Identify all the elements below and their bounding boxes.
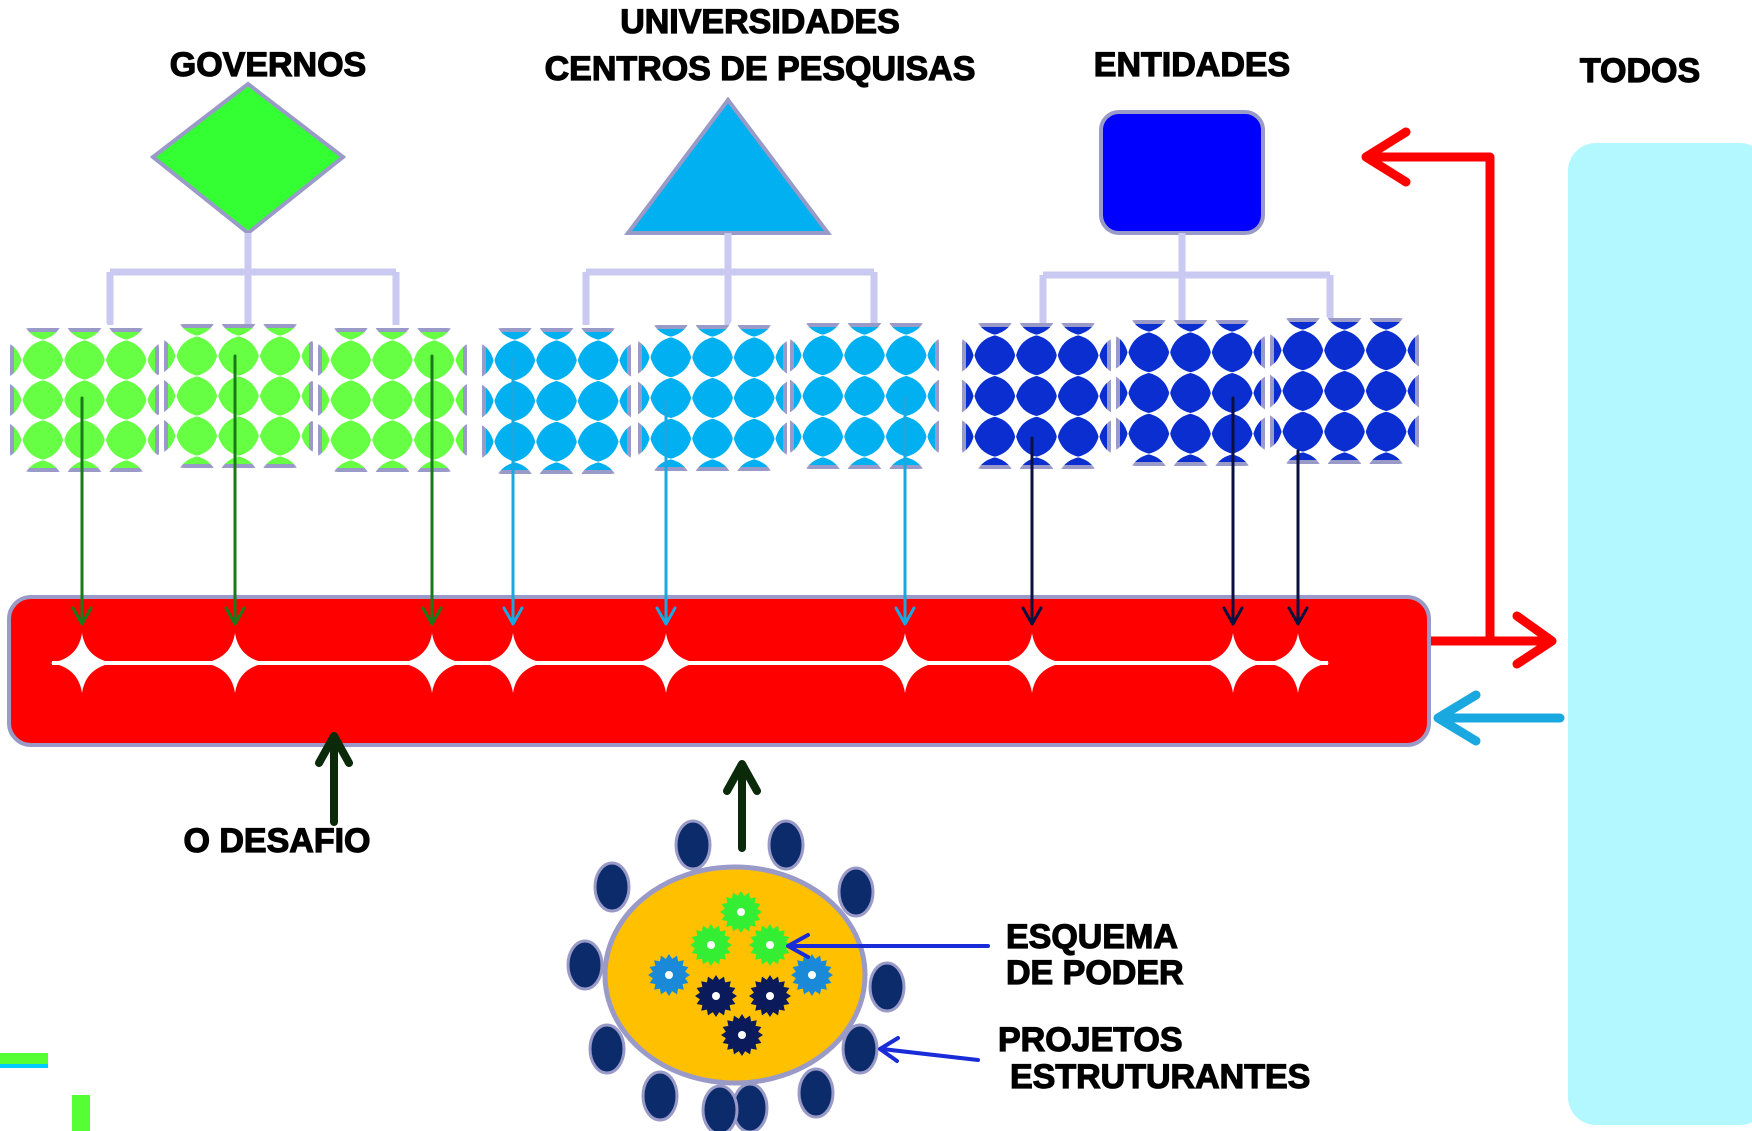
universidades-unit-tile [628,315,797,481]
power-gears [648,891,833,1056]
universidades-label-line2: CENTROS DE PESQUISAS [545,50,976,88]
projetos-label-line2: ESTRUTURANTES [1010,1058,1310,1096]
feedback-in-arrow [1433,690,1565,746]
edge-fragment [72,1095,90,1131]
tile-star-pattern [1260,308,1429,474]
project-nodes [566,819,906,1131]
project-node [588,1023,626,1075]
desafio-up-arrow [315,732,353,826]
entidades-unit-arrow [1287,449,1309,626]
governos-unit-tile [154,314,323,478]
challenge-sparkle [634,633,698,693]
governos-unit-arrow [71,396,93,626]
project-node [641,1070,679,1122]
connector-lines [106,233,1334,325]
entidades-unit-tile [1260,308,1429,474]
tile-star-pattern [780,313,949,479]
challenge-bar [7,595,1431,747]
entidades-unit-arrow [1021,436,1043,626]
unit-tiles [0,308,1429,484]
governos-unit-arrow [421,354,443,626]
project-node [701,1084,739,1131]
gear-icon [749,975,791,1017]
universidades-unit-arrow [655,400,677,626]
project-node [868,961,906,1013]
project-node [797,1067,835,1119]
entidades-unit-tile [952,313,1121,479]
governos-unit-arrow [224,354,246,626]
gear-icon [749,924,791,966]
challenge-sparkle [400,633,464,693]
entidades-unit-tile [1106,310,1275,476]
tile-star-pattern [308,318,477,482]
todos-label: TODOS [1580,52,1700,90]
entidades-unit-arrow [1222,396,1244,626]
project-node [566,939,604,991]
project-node [593,861,631,913]
universidades-unit-arrow [894,396,916,626]
edge-fragment [0,1064,48,1068]
gear-icon [690,924,732,966]
project-node [674,819,712,871]
challenge-sparkles [50,633,1330,693]
projetos-label-line1: PROJETOS [998,1021,1183,1059]
gear-icon [720,891,762,933]
entidades-square [1099,110,1265,235]
entidades-label: ENTIDADES [1094,46,1290,84]
esquema-pointer-arrow [786,933,990,959]
challenge-sparkle [481,633,545,693]
challenge-sparkle [1266,633,1330,693]
edge-fragment [0,1053,48,1064]
universidades-unit-tile [780,313,949,479]
challenge-sparkle [203,633,267,693]
esquema-label-line2: DE PODER [1006,954,1184,992]
power-core [602,864,868,1086]
esquema-label-line1: ESQUEMA [1006,918,1178,956]
challenge-sparkle [1000,633,1064,693]
governos-label: GOVERNOS [170,46,366,84]
tile-star-pattern [472,318,641,484]
gear-icon [648,954,690,996]
tile-star-pattern [1106,310,1275,476]
project-node [837,866,875,918]
projetos-pointer-arrow [878,1036,980,1063]
gear-icon [695,975,737,1017]
universidades-label-line1: UNIVERSIDADES [620,3,900,41]
governos-unit-tile [0,318,169,482]
universidades-triangle [623,96,833,235]
power-up-arrow [723,760,761,852]
gear-icon [721,1014,763,1056]
challenge-sparkle [50,633,114,693]
tile-star-pattern [154,314,323,478]
tile-star-pattern [628,315,797,481]
governos-diamond [149,81,347,236]
governos-unit-tile [308,318,477,482]
unit-arrows [71,354,1309,626]
universidades-unit-tile [472,318,641,484]
challenge-sparkle [873,633,937,693]
universidades-unit-arrow [502,356,524,626]
project-node [767,819,805,871]
gear-icon [791,954,833,996]
tile-star-pattern [0,318,169,482]
project-node [841,1023,879,1075]
feedback-out-arrow [1361,127,1557,669]
tile-star-pattern [952,313,1121,479]
todos-panel [1568,143,1752,1125]
challenge-sparkle [1201,633,1265,693]
desafio-label: O DESAFIO [183,822,370,860]
